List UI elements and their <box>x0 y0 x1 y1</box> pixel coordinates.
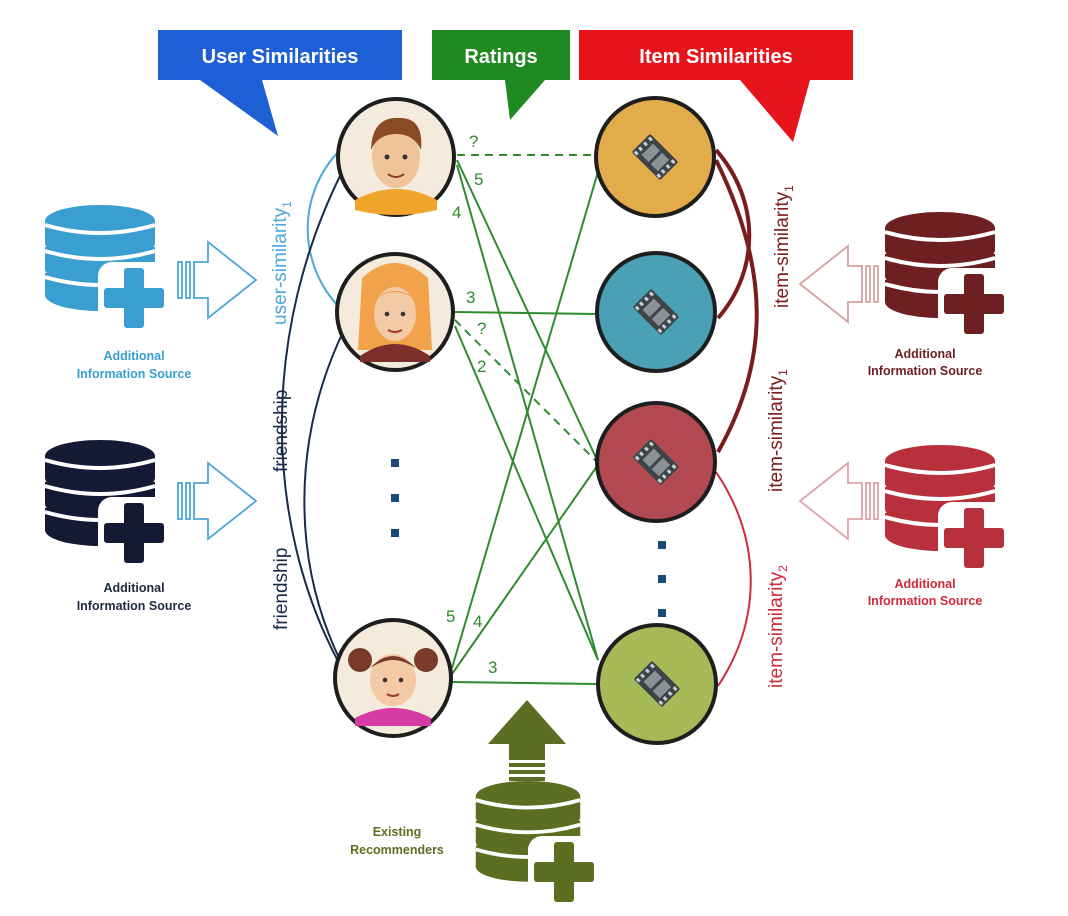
rating-2-mid: 2 <box>477 357 486 376</box>
friendship-curve-2 <box>303 331 344 661</box>
friendship-label-2: friendship <box>271 548 292 630</box>
arrow-left-icon <box>798 461 879 541</box>
item-similarity-curve-1 <box>714 148 752 320</box>
plus-icon <box>98 497 170 569</box>
source-label-line2: Information Source <box>77 367 192 381</box>
friendship-curve-1 <box>280 169 344 666</box>
item-links <box>714 148 759 687</box>
user-avatar-man <box>336 97 456 217</box>
source-label-line1: Additional <box>103 349 164 363</box>
rating-labels: ? 5 4 3 ? 2 5 4 3 <box>446 132 497 677</box>
arrow-right-icon <box>177 461 258 541</box>
item-film-gold <box>594 96 716 218</box>
rating-4-bottom: 4 <box>473 612 482 631</box>
rating-3-bottom: 3 <box>488 658 497 677</box>
plus-icon <box>938 268 1010 340</box>
user-similarity-label: user-similarity1 <box>270 201 294 325</box>
source-label-line1: Additional <box>103 581 164 595</box>
rating-edges <box>451 154 601 685</box>
rating-edge <box>451 164 601 669</box>
item-similarity-curve-2 <box>715 471 752 687</box>
user-avatar-woman <box>335 252 455 372</box>
source-label-line2: Information Source <box>868 364 983 378</box>
banner-ratings: Ratings <box>432 30 570 120</box>
rating-edge <box>451 681 597 685</box>
item-ellipsis <box>658 541 666 617</box>
banner-user-similarities: User Similarities <box>158 30 402 136</box>
rating-4-left: 4 <box>452 203 461 222</box>
additional-source-darkred: Additional Information Source <box>798 210 1010 378</box>
user-avatar-girl <box>333 618 453 738</box>
item-similarity-label-2: item-similarity1 <box>766 369 790 492</box>
rating-edge <box>454 311 598 315</box>
rating-q-top: ? <box>469 132 478 151</box>
arrow-left-icon <box>798 244 879 324</box>
banner-user-similarities-label: User Similarities <box>202 46 359 68</box>
rating-3-mid: 3 <box>466 288 475 307</box>
source-label-line1: Additional <box>894 577 955 591</box>
item-similarity-curve-1b <box>714 159 759 453</box>
source-label-line2: Information Source <box>77 599 192 613</box>
friendship-label-1: friendship <box>271 390 292 472</box>
existing-label-line1: Existing <box>373 825 422 839</box>
plus-icon <box>938 502 1010 574</box>
rating-edge <box>454 325 599 661</box>
rating-edge <box>456 159 599 463</box>
plus-icon <box>528 836 600 908</box>
item-similarity-label-1: item-similarity1 <box>772 185 796 308</box>
plus-icon <box>98 262 170 334</box>
source-label-line2: Information Source <box>868 594 983 608</box>
existing-label-line2: Recommenders <box>350 843 444 857</box>
rating-5-bottom: 5 <box>446 607 455 626</box>
rating-edge <box>454 319 598 463</box>
source-label-line1: Additional <box>894 347 955 361</box>
user-ellipsis <box>391 459 399 537</box>
item-similarity-label-3: item-similarity2 <box>766 565 790 688</box>
item-film-teal <box>595 251 717 373</box>
banner-item-similarities: Item Similarities <box>579 30 853 142</box>
user-links <box>280 149 344 666</box>
additional-source-blue: Additional Information Source <box>43 203 258 381</box>
rating-5-top: 5 <box>474 170 483 189</box>
rating-q-mid: ? <box>477 319 486 338</box>
banner-ratings-label: Ratings <box>464 46 537 68</box>
additional-source-navy: Additional Information Source <box>43 438 258 613</box>
existing-recommenders: Existing Recommenders <box>350 700 600 908</box>
user-similarity-curve <box>306 149 341 309</box>
item-film-crimson <box>595 401 717 523</box>
item-film-olive <box>596 623 718 745</box>
banner-item-similarities-label: Item Similarities <box>639 46 792 68</box>
arrow-right-icon <box>177 240 258 320</box>
arrow-up-icon <box>488 700 566 781</box>
additional-source-red: Additional Information Source <box>798 443 1010 608</box>
rating-edge <box>451 461 601 675</box>
